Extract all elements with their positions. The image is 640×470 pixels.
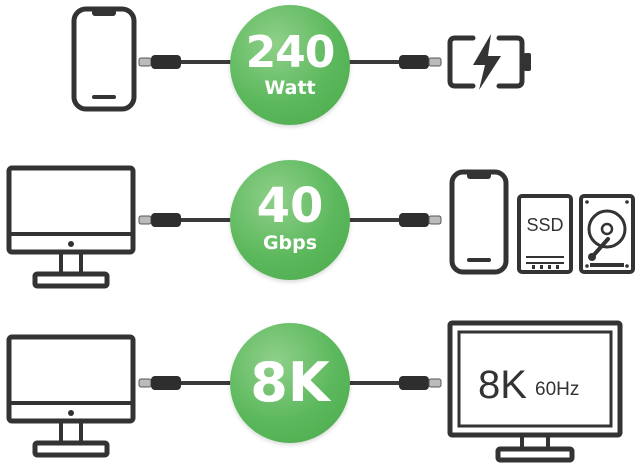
- row-power: 240 Watt: [0, 0, 640, 130]
- monitor-icon: [6, 334, 136, 458]
- hard-drive-icon: [579, 194, 635, 274]
- ssd-icon: SSD: [516, 193, 574, 275]
- badge-value: 240: [245, 27, 336, 78]
- display-outline: [447, 320, 623, 463]
- usb-c-connector-left: [138, 213, 181, 227]
- usb-c-connector-left: [138, 55, 181, 69]
- display-refresh-text: 60Hz: [535, 379, 580, 400]
- row-data: 40 Gbps SSD: [0, 150, 640, 300]
- display-icon: 8K 60Hz: [446, 319, 624, 465]
- usb-c-connector-right: [399, 376, 442, 390]
- row-video: 8K 8K 60Hz: [0, 315, 640, 470]
- smartphone-icon: [449, 169, 509, 275]
- badge-unit: Gbps: [262, 232, 318, 254]
- badge-value: 8K: [250, 351, 330, 414]
- display-resolution-text: 8K: [478, 363, 527, 407]
- usb-c-connector-right: [399, 213, 442, 227]
- ssd-label: SSD: [526, 215, 564, 235]
- ssd-outline: [517, 194, 573, 274]
- power-badge: 240 Watt: [230, 5, 350, 125]
- monitor-icon: [6, 165, 136, 289]
- resolution-badge: 8K: [230, 323, 350, 443]
- badge-value: 40: [256, 178, 324, 234]
- usb-c-cable: [138, 376, 442, 390]
- bandwidth-badge: 40 Gbps: [230, 160, 350, 280]
- usb-c-connector-left: [138, 376, 181, 390]
- battery-charging-icon: [447, 34, 531, 90]
- usb-c-connector-right: [399, 55, 442, 69]
- badge-unit: Watt: [264, 77, 316, 99]
- smartphone-icon: [71, 6, 137, 112]
